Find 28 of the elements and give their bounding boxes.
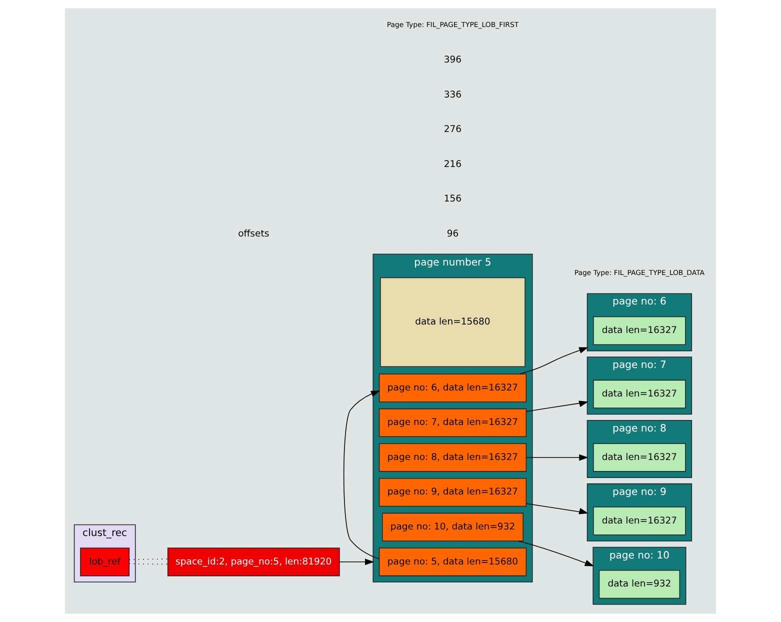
node-box: page no: 9, data len=16327 — [378, 478, 527, 507]
label: 276 — [444, 124, 462, 136]
node-box: page no: 6, data len=16327 — [378, 374, 527, 402]
arrow — [526, 454, 588, 461]
label: offsets — [238, 228, 270, 240]
node-box: data len=16327 — [593, 443, 686, 472]
label: 336 — [444, 89, 462, 100]
arrow — [339, 558, 374, 566]
node-box: data len=15680 — [380, 277, 526, 368]
node-box: page no: 8, data len=16327 — [378, 443, 527, 472]
node-box: space_id:2, page_no:5, len:81920 — [167, 548, 340, 576]
label: 396 — [444, 54, 462, 66]
arrow — [519, 347, 588, 374]
node-box: data len=16327 — [593, 380, 686, 408]
label: 156 — [444, 194, 462, 205]
node-box: data len=16327 — [593, 316, 686, 346]
arrow — [526, 400, 588, 412]
node-box: page no: 7, data len=16327 — [378, 408, 527, 438]
node-box: lob_ref — [80, 548, 130, 576]
node-box: page no: 5, data len=15680 — [378, 548, 527, 576]
node-box: data len=932 — [598, 570, 680, 599]
label: 96 — [446, 228, 459, 240]
label: 216 — [444, 158, 462, 170]
node-box: page no: 10, data len=932 — [382, 512, 524, 542]
node-box: data len=16327 — [593, 506, 686, 536]
arrow — [343, 390, 380, 560]
arrow — [518, 540, 594, 566]
arrow — [526, 503, 588, 514]
